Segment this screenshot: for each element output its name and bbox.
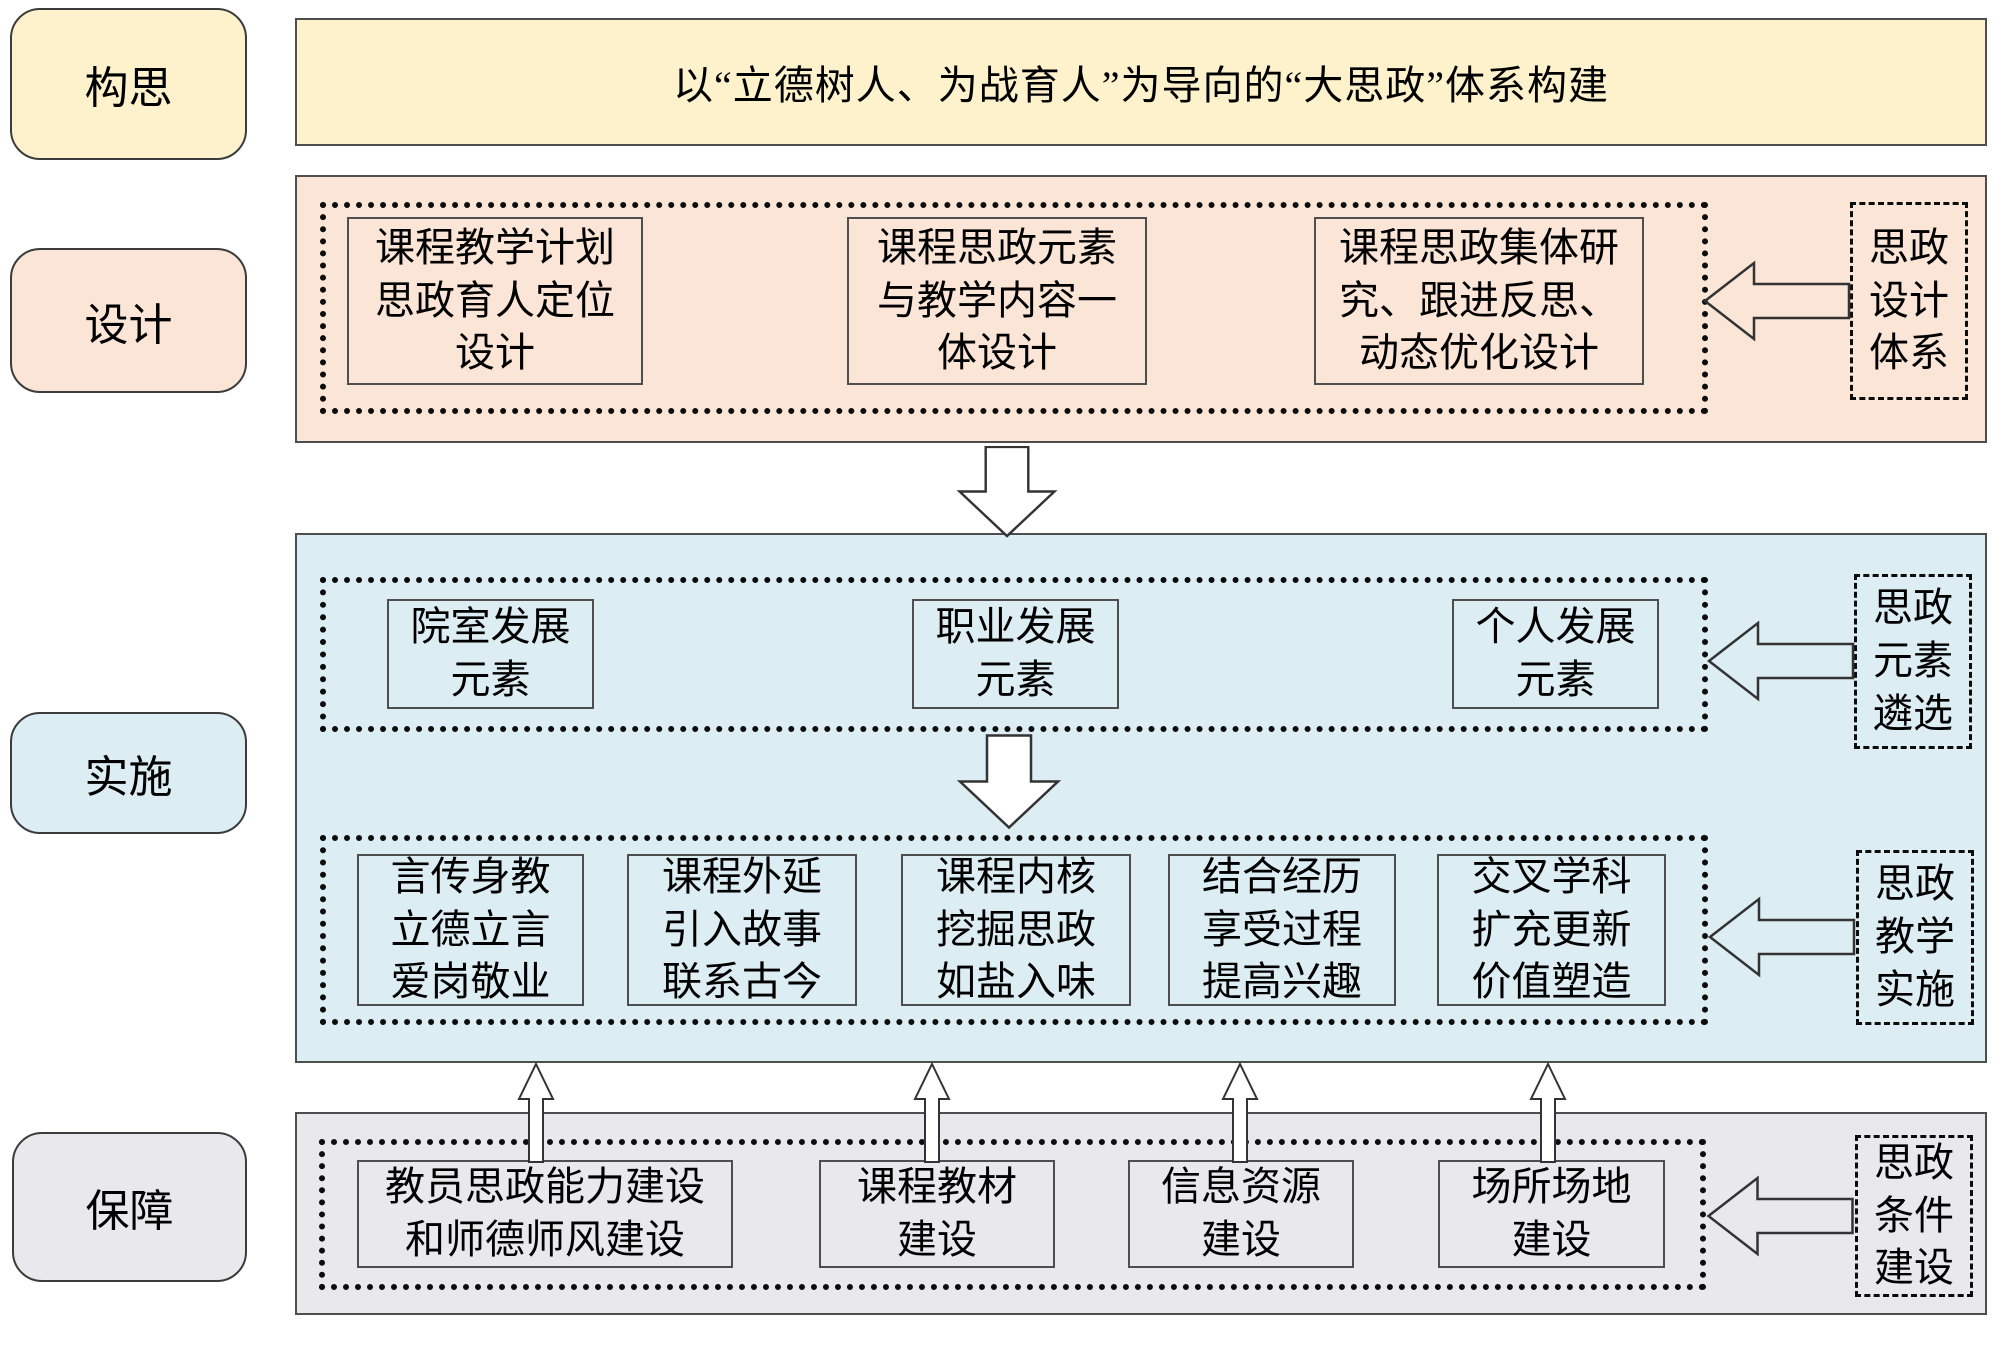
teaching-side-box: 思政 教学 实施 [1856,850,1974,1025]
support-box-textbook: 课程教材 建设 [819,1160,1055,1268]
support-dotted-frame [319,1139,1706,1290]
teaching-box-experience: 结合经历 享受过程 提高兴趣 [1168,854,1396,1006]
phase-label-support: 保障 [12,1132,247,1282]
design-dotted-frame [320,202,1708,414]
down-arrow-icon [956,734,1062,830]
phase-label-implementation-text: 实施 [84,753,173,802]
design-side-box: 思政 设计 体系 [1850,202,1968,400]
support-section: 教员思政能力建设 和师德师风建设 课程教材 建设 信息资源 建设 场所场地 建设… [295,1112,1987,1315]
support-box-venue: 场所场地 建设 [1438,1160,1665,1268]
teaching-dotted-frame [320,835,1708,1025]
down-arrow-icon [956,446,1058,538]
design-section: 课程教学计划 思政育人定位 设计 课程思政元素 与教学内容一 体设计 课程思政集… [295,175,1987,443]
title-bar: 以“立德树人、为战育人”为导向的“大思政”体系构建 [295,18,1987,146]
elements-side-box: 思政 元素 遴选 [1854,574,1972,749]
left-arrow-icon [1707,896,1856,978]
element-box-career: 职业发展 元素 [912,599,1119,709]
support-side-box: 思政 条件 建设 [1855,1135,1973,1297]
teaching-box-rolemodel: 言传身教 立德立言 爱岗敬业 [357,854,584,1006]
phase-label-design: 设计 [10,248,247,393]
design-box-integration: 课程思政元素 与教学内容一 体设计 [847,217,1147,385]
left-arrow-icon [1702,260,1851,342]
up-arrow-icon [1529,1062,1567,1163]
phase-label-concept-text: 构思 [84,64,173,113]
teaching-box-core: 课程内核 挖掘思政 如盐入味 [901,854,1131,1006]
phase-label-support-text: 保障 [85,1187,174,1236]
element-box-personal: 个人发展 元素 [1452,599,1659,709]
up-arrow-icon [913,1062,951,1163]
diagram-title: 以“立德树人、为战育人”为导向的“大思政”体系构建 [672,63,1609,108]
up-arrow-icon [517,1062,555,1163]
elements-dotted-frame [320,577,1708,732]
element-box-department: 院室发展 元素 [387,599,594,709]
phase-label-concept: 构思 [10,8,247,160]
up-arrow-icon [1221,1062,1259,1163]
design-box-plan: 课程教学计划 思政育人定位 设计 [347,217,643,385]
design-box-collective: 课程思政集体研 究、跟进反思、 动态优化设计 [1314,217,1644,385]
support-box-teacher: 教员思政能力建设 和师德师风建设 [357,1160,733,1268]
implementation-section: 院室发展 元素 职业发展 元素 个人发展 元素 思政 元素 遴选 言传身教 立德… [295,533,1987,1063]
teaching-box-extension: 课程外延 引入故事 联系古今 [627,854,857,1006]
left-arrow-icon [1706,620,1855,702]
left-arrow-icon [1706,1175,1854,1257]
teaching-box-crossdiscipline: 交叉学科 扩充更新 价值塑造 [1437,854,1666,1006]
phase-label-design-text: 设计 [84,300,173,350]
support-box-information: 信息资源 建设 [1128,1160,1354,1268]
phase-label-implementation: 实施 [10,712,247,834]
